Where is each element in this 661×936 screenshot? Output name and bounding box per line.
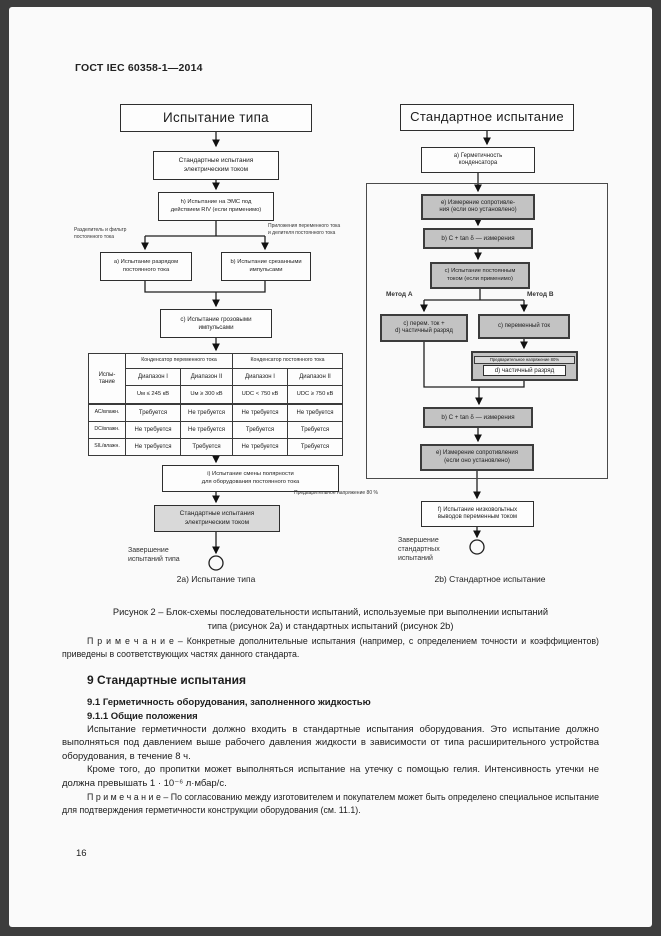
table-voltage-cell: Uм ≥ 300 кВ (180, 385, 233, 405)
ac-application-label: Приложения переменного тока и делителя п… (268, 223, 341, 236)
table-cell: Требуется (287, 421, 343, 439)
routine-electrical-tests-top-box: Стандартные испытания электрическим токо… (153, 151, 279, 180)
table-range-cell: Диапазон II (287, 368, 343, 386)
dc-divider-filter-label: Разделитель и фильтр постоянного тока (74, 227, 127, 240)
partial-discharge-inner-box: d) частичный разряд (483, 364, 566, 377)
table-group-ac: Конденсатор переменного тока (125, 353, 233, 369)
page-number: 16 (76, 848, 87, 859)
paragraph-1: Испытание герметичности должно входить в… (62, 724, 599, 762)
table-cell: Не требуется (232, 403, 288, 422)
table-cell: Не требуется (125, 438, 181, 456)
resistance-measurement-box-2: e) Измерение сопротивления (если оно уст… (420, 444, 534, 471)
c-tan-delta-box-1: b) C + tan δ — измерения (423, 228, 533, 249)
dc-test-box: c) Испытание постоянным током (если прим… (430, 262, 530, 289)
figure-note: П р и м е ч а н и е – Конкретные дополни… (62, 636, 599, 659)
routine-test-title-box: Стандартное испытание (400, 104, 574, 131)
subsection-9-1-1: 9.1.1 Общие положения (87, 710, 198, 722)
table-corner-cell: Испы- тание (88, 353, 126, 405)
section-note: П р и м е ч а н и е – По согласованию ме… (62, 792, 599, 815)
table-range-cell: Диапазон I (232, 368, 288, 386)
section-heading: 9 Стандартные испытания (87, 673, 247, 687)
table-row-label: DC/влажн. (88, 421, 126, 439)
prestress-strip-label: Предварительное напряжение 80% (474, 355, 575, 364)
table-cell: Не требуется (125, 421, 181, 439)
method-a-box: c) перем. ток + d) частичный разряд (380, 314, 468, 342)
table-cell: Не требуется (287, 403, 343, 422)
caption-2b: 2b) Стандартное испытание (434, 574, 546, 584)
chopped-impulse-test-box: b) Испытание срезанными импульсами (221, 252, 311, 281)
caption-2a: 2а) Испытание типа (176, 574, 256, 584)
table-cell: Не требуется (180, 421, 233, 439)
method-b-box: c) переменный ток (478, 314, 570, 339)
table-cell: Требуется (125, 403, 181, 422)
table-cell: Не требуется (180, 403, 233, 422)
c-tan-delta-box-2: b) C + tan δ — измерения (423, 407, 533, 428)
table-cell: Требуется (232, 421, 288, 439)
table-row-label: АС/влажн. (88, 403, 126, 422)
emc-riv-test-box: h) Испытание на ЭМС под действием RIV (е… (158, 192, 274, 221)
table-cell: Требуется (287, 438, 343, 456)
table-group-dc: Конденсатор постоянного тока (232, 353, 343, 369)
document-header: ГОСТ IEC 60358-1—2014 (75, 62, 203, 74)
lightning-impulse-test-box: c) Испытание грозовыми импульсами (160, 309, 272, 338)
tightness-test-box: a) Герметичность конденсатора (421, 147, 535, 173)
body-text: Рисунок 2 – Блок-схемы последовательност… (62, 606, 599, 816)
figure-caption: Рисунок 2 – Блок-схемы последовательност… (112, 607, 549, 631)
table-range-cell: Диапазон II (180, 368, 233, 386)
paragraph-2: Кроме того, до пропитки может выполнятьс… (62, 764, 599, 789)
table-voltage-cell: UDC ≥ 750 кВ (287, 385, 343, 405)
repeat-loop-container (366, 183, 608, 479)
routine-test-finish-label: Завершение стандартных испытаний (398, 537, 440, 563)
prestress-mid-label: Предварительное напряжение 80 % (294, 490, 378, 496)
low-voltage-terminal-test-box: f) Испытание низковольтных выводов перем… (421, 501, 534, 527)
resistance-measurement-box-1: e) Измерение сопротивле- ния (если оно у… (421, 194, 535, 220)
table-cell: Требуется (180, 438, 233, 456)
table-cell: Не требуется (232, 438, 288, 456)
routine-electrical-tests-bottom-box: Стандартные испытания электрическим токо… (154, 505, 280, 532)
table-row-label: SIL/влажн. (88, 438, 126, 456)
polarity-reversal-test-box: i) Испытание смены полярности для оборуд… (162, 465, 339, 492)
method-b-label: Метод В (527, 291, 554, 298)
type-test-title-box: Испытание типа (120, 104, 312, 132)
partial-discharge-box: Предварительное напряжение 80% d) частич… (471, 351, 578, 381)
wet-test-requirements-table: Испы- тание Конденсатор переменного тока… (88, 353, 343, 456)
table-voltage-cell: UDC < 750 кВ (232, 385, 288, 405)
subsection-9-1: 9.1 Герметичность оборудования, заполнен… (87, 697, 371, 708)
table-range-cell: Диапазон I (125, 368, 181, 386)
table-voltage-cell: Uм ≤ 245 кВ (125, 385, 181, 405)
type-test-finish-label: Завершение испытаний типа (128, 547, 180, 564)
dc-discharge-test-box: a) Испытание разрядом постоянного тока (100, 252, 192, 281)
method-a-label: Метод А (386, 291, 413, 298)
